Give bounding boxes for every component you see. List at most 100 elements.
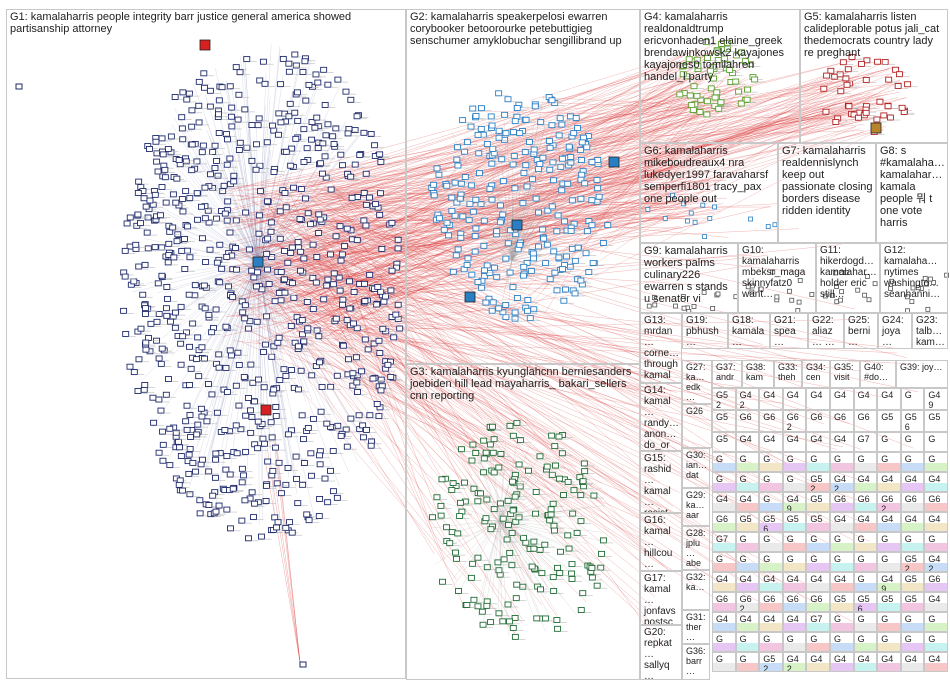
g2-node bbox=[430, 181, 438, 188]
small-group-box: G4 bbox=[853, 512, 878, 532]
small-group-box: G6 bbox=[924, 492, 948, 512]
g1-node bbox=[182, 418, 190, 425]
small-group-label: G6 bbox=[834, 494, 847, 504]
small-group-label: G5 bbox=[881, 412, 894, 422]
small-group-box: G6 bbox=[712, 512, 736, 532]
small-group-label: G4 bbox=[786, 574, 799, 584]
g1-node bbox=[172, 429, 180, 436]
g1-node bbox=[282, 481, 290, 488]
small-group-box: G4 bbox=[900, 472, 925, 492]
g1-node bbox=[197, 405, 205, 412]
small-group-label: G bbox=[904, 390, 912, 400]
g1-node bbox=[292, 135, 300, 142]
g1-node bbox=[297, 267, 304, 274]
small-group-label: G bbox=[881, 434, 889, 444]
small-group-box: G bbox=[712, 452, 736, 472]
small-group-box: G4 bbox=[735, 432, 760, 452]
small-group-label: G62 bbox=[739, 594, 752, 612]
small-group-box: G bbox=[712, 652, 736, 672]
small-group-box: G6 bbox=[900, 492, 925, 512]
g1-node bbox=[232, 64, 240, 71]
g1-node bbox=[275, 110, 283, 117]
g1-node bbox=[226, 347, 234, 354]
small-group-label: G bbox=[786, 634, 794, 644]
small-group-label: G4 bbox=[928, 514, 941, 524]
g1-node bbox=[235, 91, 243, 98]
g1-node bbox=[254, 445, 262, 452]
group-label: G8: s #kamalaha… kamalahar… kamala peopl… bbox=[880, 145, 945, 229]
g1-node bbox=[288, 529, 296, 536]
g2-node bbox=[493, 273, 501, 280]
g1-node bbox=[332, 233, 340, 240]
small-group-box: G4 bbox=[877, 472, 901, 492]
small-group-label: G56 bbox=[904, 412, 917, 432]
g1-node bbox=[263, 313, 271, 320]
g1-node bbox=[337, 432, 345, 439]
small-group-box: G4 bbox=[853, 652, 878, 672]
g1-node bbox=[324, 499, 332, 506]
g1-node bbox=[179, 208, 187, 215]
small-group-box: G6 bbox=[806, 410, 830, 432]
small-group-label: G4 bbox=[786, 390, 799, 400]
g1-node bbox=[255, 115, 263, 122]
small-group-label: G bbox=[881, 634, 889, 644]
g1-node bbox=[121, 273, 129, 280]
small-group-box: G bbox=[782, 472, 807, 492]
g1-node bbox=[330, 141, 338, 148]
small-group-box: G4 bbox=[900, 652, 925, 672]
group-label: G1: kamalaharris people integrity barr j… bbox=[10, 11, 352, 35]
group-box-g26: G26 bbox=[682, 404, 712, 448]
g1-node bbox=[367, 131, 375, 137]
g1-node bbox=[223, 453, 231, 460]
g1-node bbox=[353, 113, 361, 120]
small-group-label: G5 bbox=[810, 514, 823, 524]
small-group-box: G62 bbox=[782, 410, 807, 432]
small-group-box: G bbox=[759, 632, 783, 652]
g1-node bbox=[263, 482, 270, 489]
small-group-label: G5 bbox=[716, 434, 729, 444]
small-group-box: G4 bbox=[782, 432, 807, 452]
g1-node bbox=[270, 169, 278, 175]
g1-node bbox=[195, 78, 203, 85]
g1-node bbox=[212, 474, 219, 481]
g1-node bbox=[267, 419, 275, 426]
small-group-label: G5 bbox=[834, 594, 847, 604]
small-group-box: G bbox=[830, 452, 854, 472]
small-group-box: G5 bbox=[712, 432, 736, 452]
g2-node bbox=[567, 159, 575, 166]
small-group-box: G bbox=[900, 432, 925, 452]
group-box-g40: G40: #do… bbox=[860, 360, 896, 388]
g1-node bbox=[206, 246, 214, 253]
small-group-box: G bbox=[782, 452, 807, 472]
small-group-box: G49 bbox=[924, 388, 948, 410]
g2-node bbox=[521, 149, 529, 156]
small-group-label: G4 bbox=[857, 654, 870, 664]
g1-node bbox=[264, 198, 271, 205]
small-group-label: G4 bbox=[739, 614, 752, 624]
g1-node bbox=[179, 487, 187, 494]
g1-node bbox=[364, 346, 372, 353]
group-label: G3: kamalaharris kyunglahcnn berniesande… bbox=[410, 366, 632, 402]
g1-node bbox=[203, 418, 211, 425]
g2-node bbox=[537, 119, 545, 126]
g1-node bbox=[282, 204, 290, 211]
g1-node bbox=[167, 133, 175, 140]
small-group-label: G4 bbox=[834, 390, 847, 400]
small-group-box: G5 bbox=[877, 592, 901, 612]
g1-node bbox=[159, 151, 167, 158]
small-group-box: G bbox=[712, 552, 736, 572]
small-group-box: G bbox=[877, 532, 901, 552]
g1-node bbox=[232, 422, 240, 429]
group-label: G21: spea… kama… bbox=[774, 315, 796, 348]
g1-node bbox=[309, 241, 317, 248]
g1-node bbox=[142, 339, 150, 346]
small-group-label: G4 bbox=[834, 514, 847, 524]
g1-node bbox=[388, 267, 396, 274]
g1-node bbox=[322, 174, 330, 181]
g1-node bbox=[175, 157, 183, 164]
g2-node bbox=[443, 182, 451, 189]
group-box-g11: G11: hikerdogd… kamalahar… holder eric s… bbox=[816, 243, 880, 313]
g1-node bbox=[268, 434, 276, 441]
small-group-box: G52 bbox=[712, 388, 736, 410]
group-box-g25: G25: berni… crat… bbox=[844, 313, 878, 349]
